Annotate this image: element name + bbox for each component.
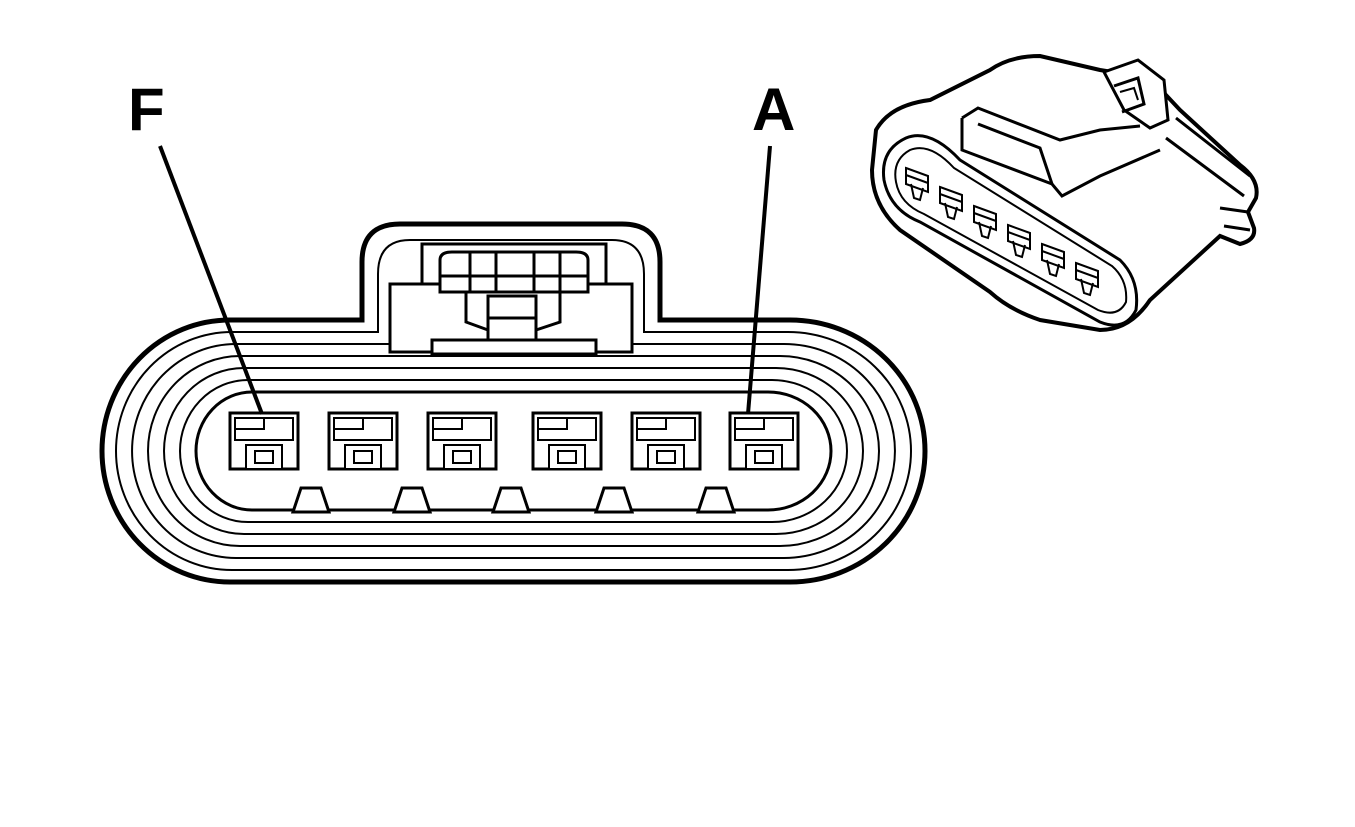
terminal-cavity xyxy=(228,411,300,471)
isometric-terminal-cavity xyxy=(1075,261,1099,297)
terminal-cavity xyxy=(327,411,399,471)
terminal-cavity xyxy=(728,411,800,471)
pin-label-f: F xyxy=(128,76,165,143)
isometric-terminal-cavities xyxy=(905,166,1099,297)
polarization-keys xyxy=(290,486,737,514)
leader-line-f xyxy=(158,145,264,415)
isometric-terminal-cavity xyxy=(973,204,997,240)
polarization-key xyxy=(490,486,532,514)
isometric-terminal-cavity xyxy=(939,185,963,221)
terminal-cavity xyxy=(630,411,702,471)
polarization-key xyxy=(695,486,737,514)
leader-line-a xyxy=(746,145,772,415)
terminal-cavity xyxy=(531,411,603,471)
face-seal-ring xyxy=(131,343,896,559)
isometric-terminal-cavity xyxy=(1041,242,1065,278)
polarization-key xyxy=(593,486,635,514)
connector-isometric-view xyxy=(869,53,1259,333)
latch-detail xyxy=(388,242,634,356)
polarization-key xyxy=(391,486,433,514)
terminal-cavity xyxy=(426,411,498,471)
isometric-terminal-cavity xyxy=(905,166,929,202)
connector-face-view: F A xyxy=(99,76,928,585)
pin-label-a: A xyxy=(752,76,795,143)
polarization-key xyxy=(290,486,332,514)
terminal-cavities xyxy=(228,411,800,471)
isometric-terminal-cavity xyxy=(1007,223,1031,259)
